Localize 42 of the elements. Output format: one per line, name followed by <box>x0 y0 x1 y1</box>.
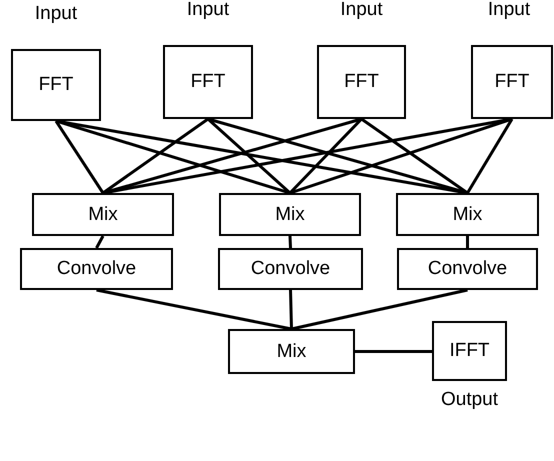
process-box <box>32 193 174 236</box>
side-label: Input <box>486 0 532 21</box>
process-box <box>219 193 361 236</box>
process-box <box>218 248 363 290</box>
process-box <box>20 248 173 290</box>
box-label: Convolve <box>56 258 136 280</box>
connector-line <box>360 118 468 194</box>
side-label: Output <box>440 389 500 411</box>
connector-line <box>288 118 363 194</box>
process-box <box>396 193 539 236</box>
process-box <box>432 321 507 381</box>
connector-line <box>288 236 292 248</box>
process-box <box>11 49 101 121</box>
box-label: FFT <box>344 71 379 93</box>
box-label: Convolve <box>428 258 508 280</box>
side-label: Input <box>339 0 384 21</box>
box-label: Mix <box>276 340 306 362</box>
box-label: IFFT <box>449 340 490 362</box>
process-box <box>228 329 355 374</box>
connector-line <box>102 118 209 194</box>
process-box <box>471 45 553 119</box>
box-label: Mix <box>275 204 305 226</box>
side-label: Input <box>186 0 230 21</box>
connector-line <box>466 236 469 248</box>
connector-line <box>466 118 514 194</box>
box-label: Mix <box>88 204 118 226</box>
box-label: FFT <box>38 74 74 96</box>
connector-line <box>289 290 293 330</box>
process-box <box>317 45 406 119</box>
connector-line <box>355 350 432 353</box>
connector-line <box>96 288 292 330</box>
connector-line <box>95 235 104 249</box>
connector-line <box>54 120 104 194</box>
connector-line <box>207 118 291 194</box>
process-box <box>163 45 253 119</box>
box-label: FFT <box>190 71 226 93</box>
box-label: Mix <box>452 204 482 226</box>
box-label: FFT <box>494 71 530 93</box>
box-label: Convolve <box>250 258 330 280</box>
side-label: Input <box>34 3 78 25</box>
connector-line <box>291 288 468 330</box>
process-box <box>397 248 538 290</box>
